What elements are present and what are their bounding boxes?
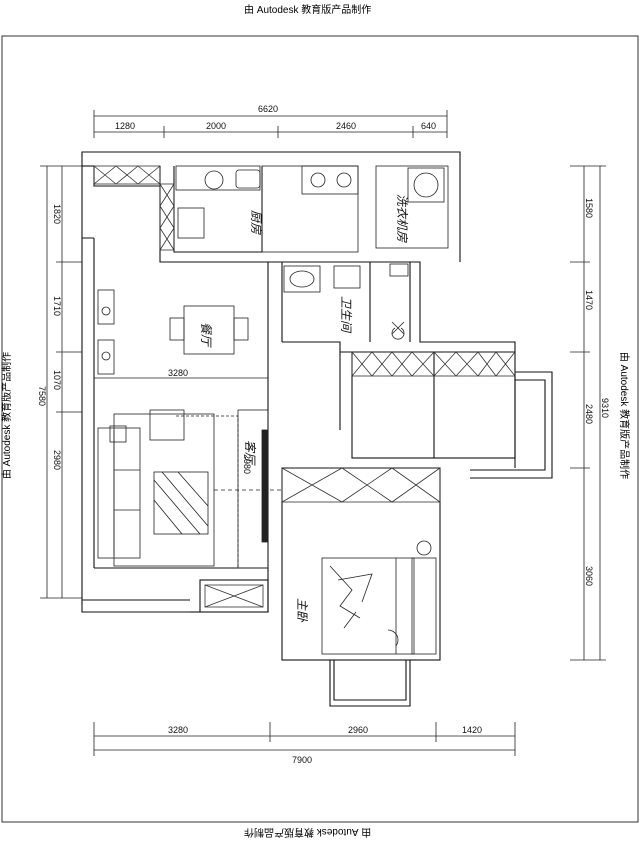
stove-burner-icon [336,172,352,188]
bathroom-fixtures [283,263,409,340]
dim-bottom-seg-3: 1420 [462,725,482,735]
dim-top-seg-2: 2000 [206,121,226,131]
dim-left-seg-2: 1710 [52,296,62,316]
sink-icon [235,169,261,189]
kitchen-fixtures [175,165,449,253]
top-dimensions [93,110,448,138]
room-label-master-bedroom: 主卧 [295,598,309,623]
living-room [94,377,282,569]
armchair-icon [149,409,185,441]
dim-top-total: 6620 [258,104,278,114]
dim-left-seg-4: 2980 [52,450,62,470]
lamp-icon [416,540,432,556]
left-dimensions [40,165,82,599]
dining-set [97,289,249,375]
washbasin-icon [289,270,315,288]
dim-right-seg-3: 2480 [584,404,594,424]
dim-bottom-seg-2: 2960 [348,725,368,735]
right-dimensions [570,165,606,661]
bottom-dimensions [93,722,516,756]
dim-interior-height: 2980 [242,454,252,474]
room-label-kitchen: 厨房 [249,210,263,235]
dim-top-seg-1: 1280 [115,121,135,131]
drawing-frame [1,35,639,823]
dim-top-seg-3: 2460 [336,121,356,131]
dim-right-seg-1: 1580 [584,198,594,218]
watermark-top: 由 Autodesk 教育版产品制作 [244,5,372,16]
dim-left-total: 7580 [37,386,47,406]
dim-bottom-total: 7900 [292,755,312,765]
washing-machine-icon [407,167,445,203]
cabinets [93,165,516,608]
bedroom-furniture [321,540,437,655]
dim-left-seg-1: 1820 [52,204,62,224]
fridge-icon [204,170,224,190]
dim-left-seg-3: 1070 [52,370,62,390]
room-label-laundry: 洗衣机房 [395,194,409,243]
stove-burner-icon [310,172,326,188]
room-label-bathroom: 卫生间 [339,296,353,334]
dim-bottom-seg-1: 3280 [168,725,188,735]
dim-right-seg-2: 1470 [584,290,594,310]
side-table-icon [109,425,127,443]
room-label-living: 客厅 [243,440,257,466]
walls [81,151,553,707]
room-label-dining: 餐厅 [199,322,213,348]
dim-interior-width: 3280 [168,368,188,378]
bed-icon [321,557,415,655]
dim-top-seg-4: 640 [421,121,436,131]
toilet-icon [333,265,361,289]
dim-right-total: 9310 [600,398,610,418]
dim-right-seg-4: 3060 [584,566,594,586]
